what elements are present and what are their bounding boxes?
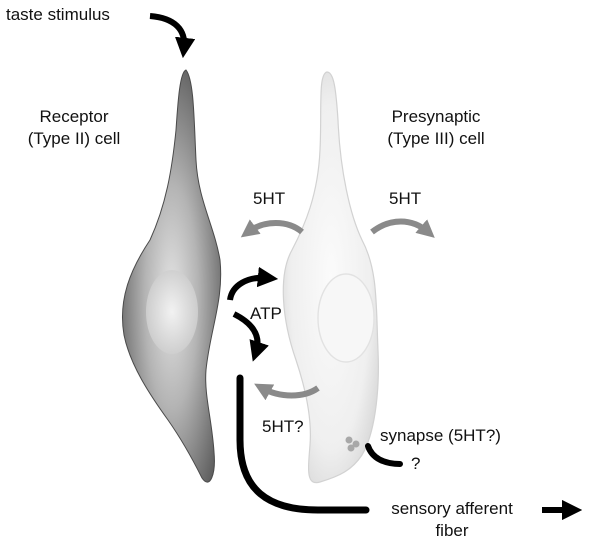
serotonin-left-arrow: [240, 219, 304, 238]
afferent-label-line2: fiber: [435, 521, 469, 540]
synapse-fiber-branch: [365, 443, 403, 467]
sensory-afferent-fiber: [236, 374, 370, 514]
receptor-label-line1: Receptor: [39, 107, 109, 126]
synaptic-vesicles: [345, 436, 360, 452]
atp-label: ATP: [250, 304, 282, 323]
receptor-cell-label: Receptor (Type II) cell: [20, 106, 128, 150]
receptor-label-line2: (Type II) cell: [27, 129, 121, 148]
synapse-label: synapse (5HT?): [380, 426, 501, 445]
serotonin-query-arrow: [254, 383, 320, 401]
serotonin-right-arrow: [370, 218, 435, 238]
serotonin-query-label: 5HT?: [262, 417, 304, 436]
taste-stimulus-label: taste stimulus: [6, 5, 110, 24]
presynaptic-label-line1: Presynaptic: [391, 107, 481, 126]
presynaptic-cell: [282, 71, 379, 484]
unknown-target-label: ?: [411, 454, 421, 473]
serotonin-left-label: 5HT: [253, 189, 286, 208]
receptor-cell: [121, 69, 222, 483]
presynaptic-nucleus: [317, 273, 375, 363]
afferent-label-line1: sensory afferent: [391, 499, 513, 518]
serotonin-right-label: 5HT: [389, 189, 422, 208]
receptor-nucleus: [146, 270, 198, 354]
sensory-afferent-label: sensory afferent fiber: [362, 498, 542, 542]
taste-stimulus-arrow: [149, 13, 196, 59]
atp-lower-arrow: [232, 311, 269, 362]
atp-upper-arrow: [227, 266, 279, 301]
presynaptic-label-line2: (Type III) cell: [387, 129, 485, 148]
presynaptic-cell-label: Presynaptic (Type III) cell: [372, 106, 500, 150]
